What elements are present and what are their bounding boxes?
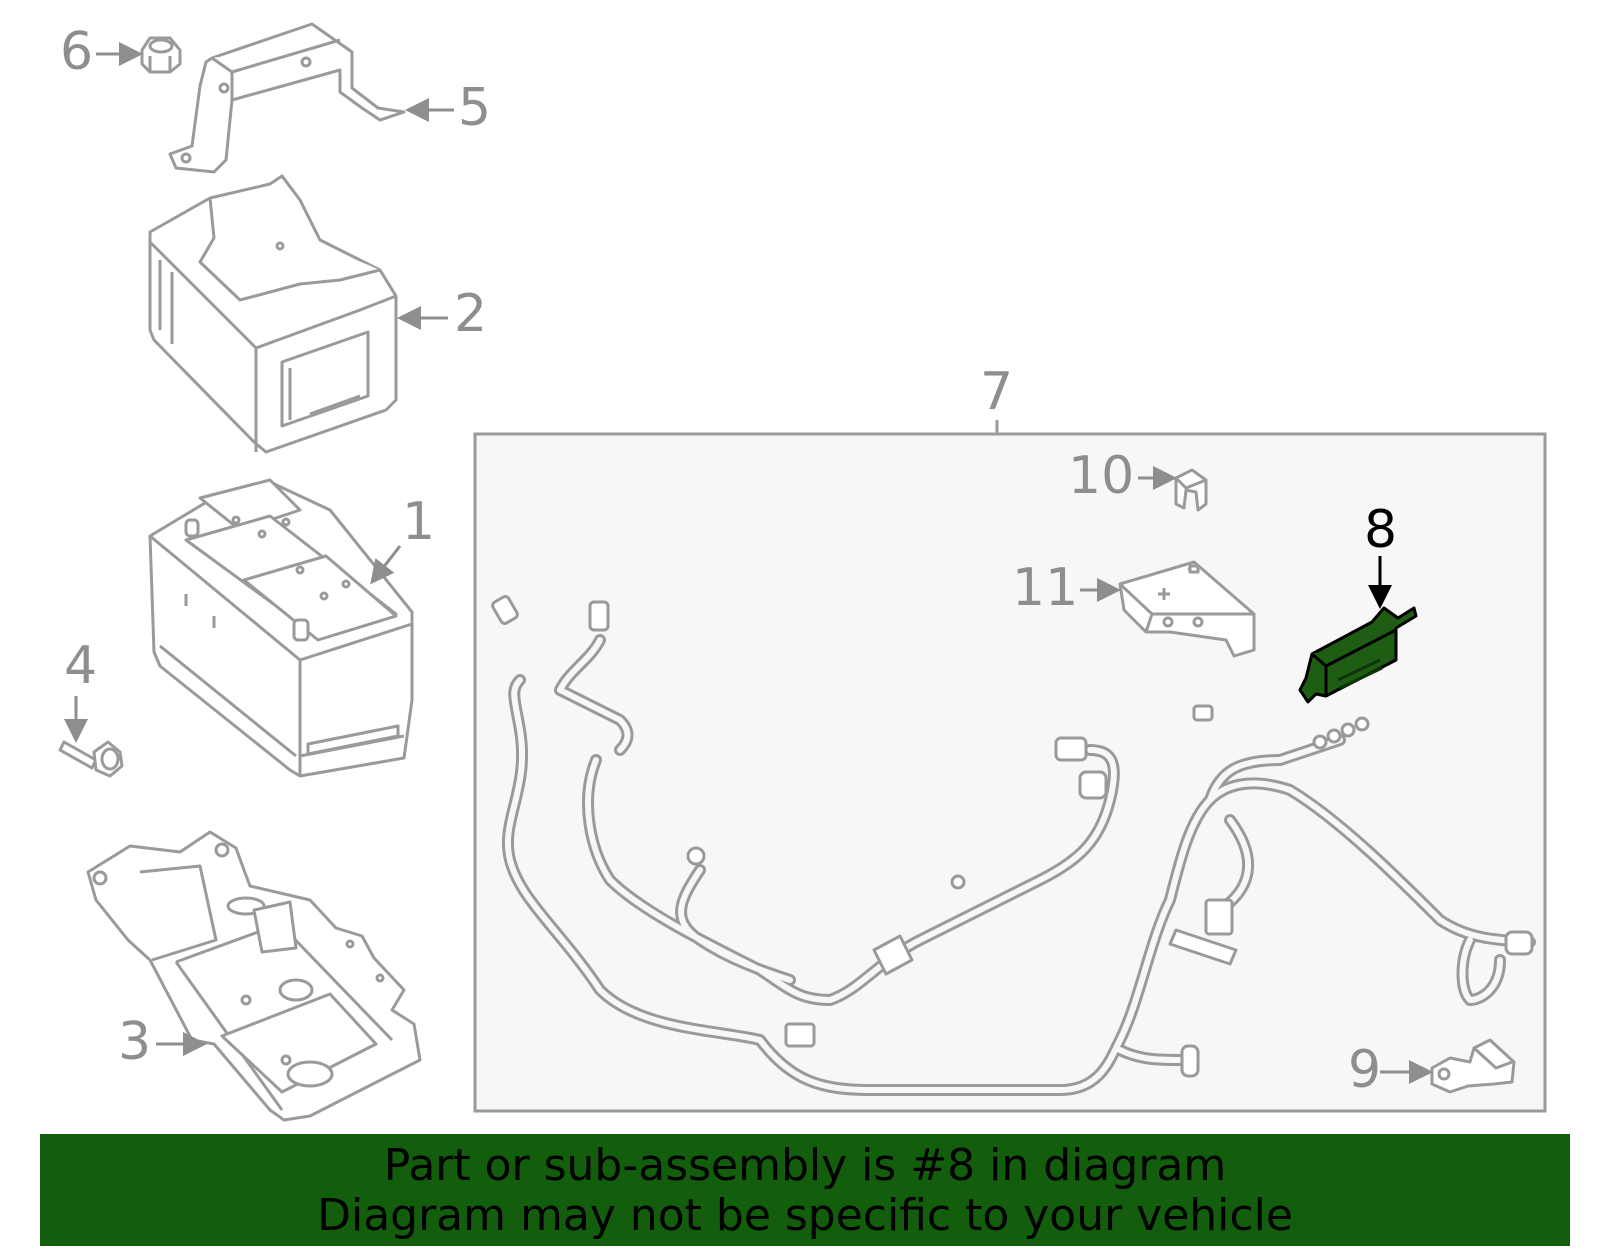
part-7-harness[interactable] xyxy=(491,595,1536,1096)
part-5-bracket[interactable] xyxy=(168,22,406,174)
callout-4: 4 xyxy=(64,636,98,696)
callout-1: 1 xyxy=(402,492,436,552)
info-banner: Part or sub-assembly is #8 in diagram Di… xyxy=(40,1134,1570,1246)
part-9-connector[interactable] xyxy=(1430,1038,1516,1094)
part-3-tray[interactable] xyxy=(86,830,422,1122)
callout-9: 9 xyxy=(1348,1040,1382,1100)
callout-11: 11 xyxy=(1012,558,1079,618)
callout-3: 3 xyxy=(118,1012,152,1072)
callout-2: 2 xyxy=(454,284,488,344)
part-4-bolt[interactable] xyxy=(58,740,124,778)
banner-line-2: Diagram may not be specific to your vehi… xyxy=(317,1190,1293,1241)
assembly-box-7 xyxy=(473,420,1547,1113)
part-11-terminal-cover[interactable] xyxy=(1118,560,1256,658)
part-8-module[interactable] xyxy=(1298,606,1418,704)
leader-arrows xyxy=(64,42,1433,1084)
part-1-battery[interactable] xyxy=(148,478,414,778)
part-2-cover[interactable] xyxy=(148,174,398,454)
banner-line-1: Part or sub-assembly is #8 in diagram xyxy=(383,1140,1227,1191)
callout-5: 5 xyxy=(458,78,492,138)
part-6-nut[interactable] xyxy=(140,36,182,74)
callout-10: 10 xyxy=(1068,446,1135,506)
callout-6: 6 xyxy=(60,22,94,82)
callout-7: 7 xyxy=(980,362,1014,422)
part-10-clip[interactable] xyxy=(1174,468,1208,512)
callout-8: 8 xyxy=(1364,500,1398,560)
